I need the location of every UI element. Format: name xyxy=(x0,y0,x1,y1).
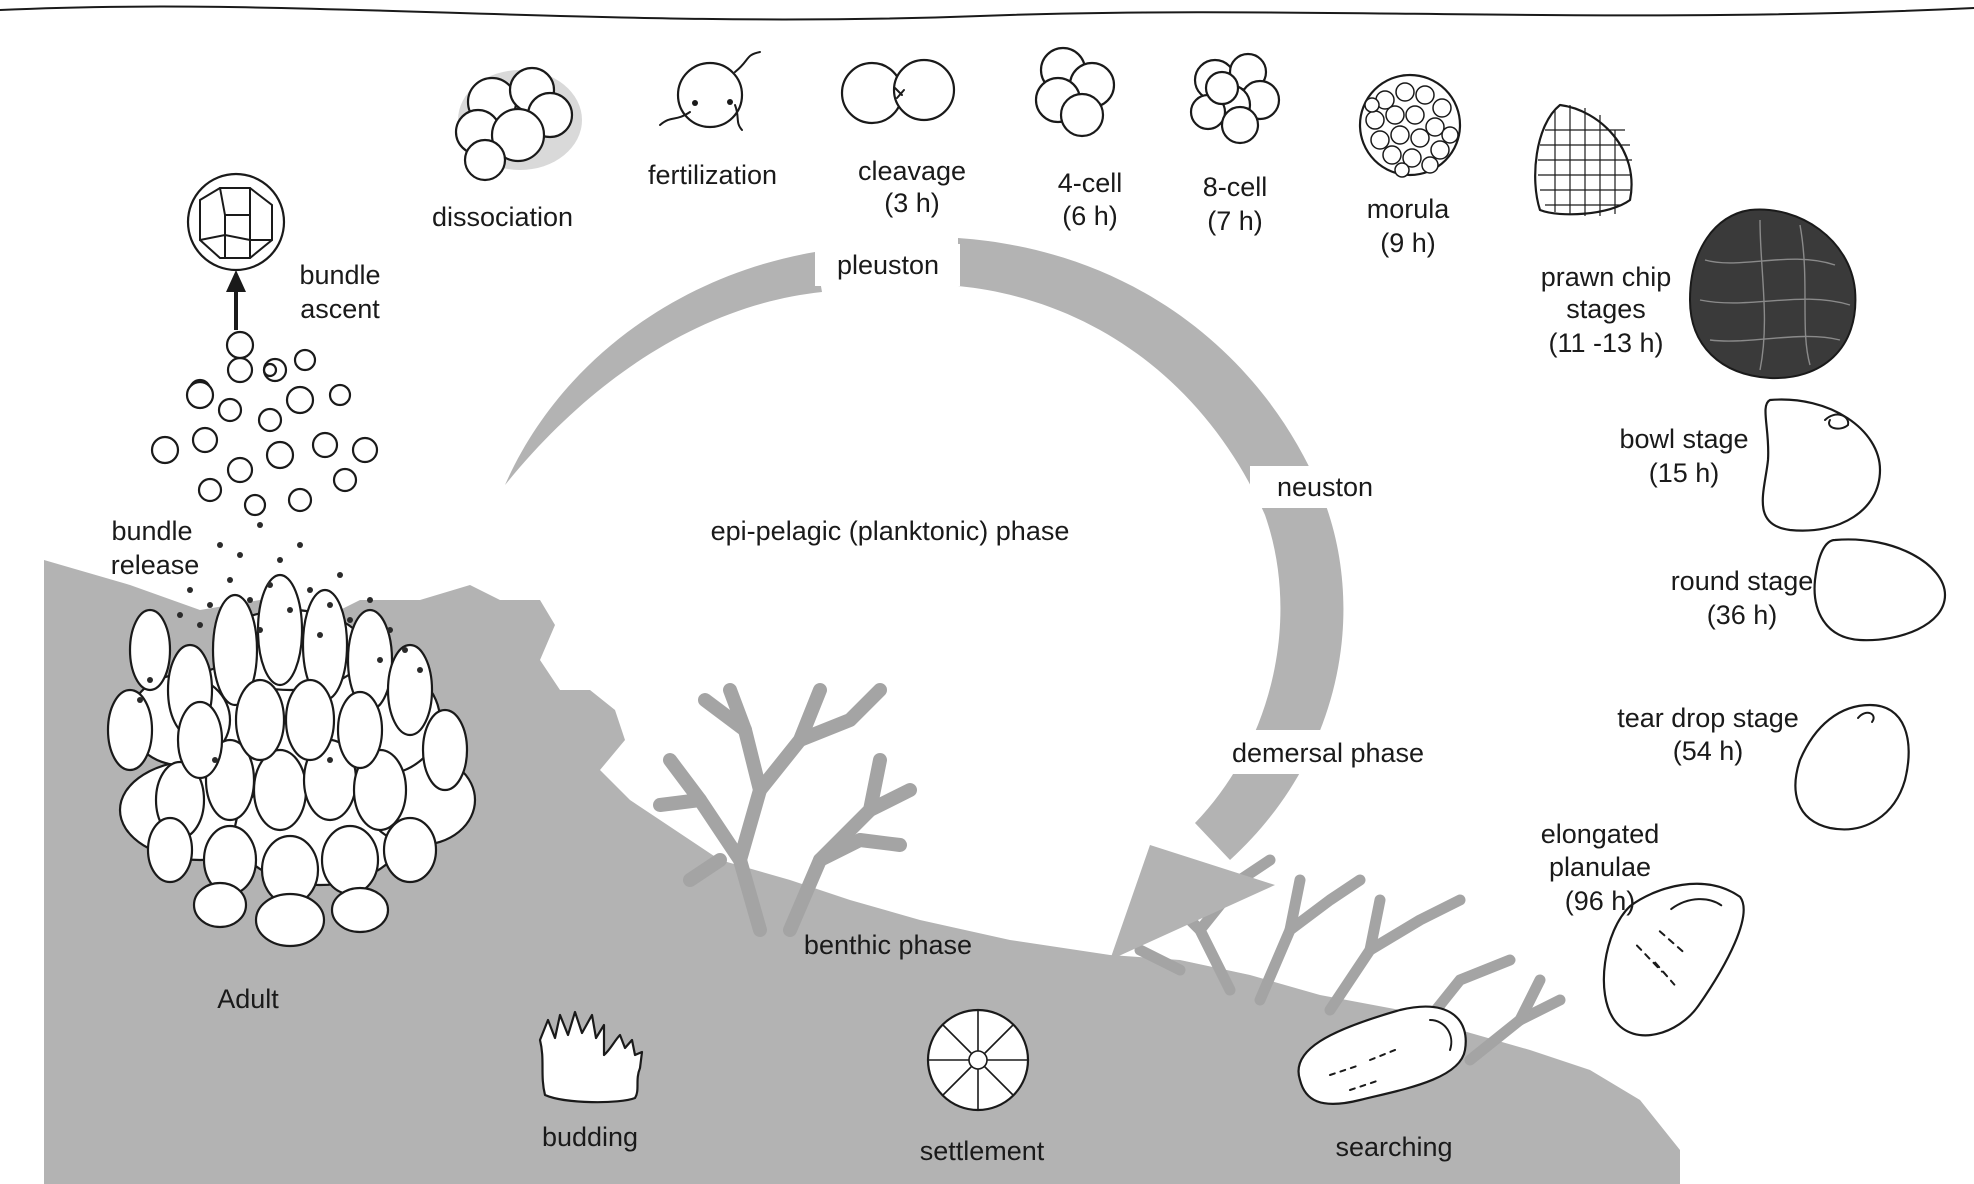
label-budding: budding xyxy=(542,1122,638,1152)
cleavage-icon xyxy=(840,58,956,125)
fertilization-icon xyxy=(659,51,761,131)
gray-branching-coral-center xyxy=(653,683,917,937)
label-cleavage: cleavage xyxy=(858,156,966,186)
label-bundle-ascent-1: bundle xyxy=(299,260,380,290)
label-cleavage-time: (3 h) xyxy=(884,188,940,218)
label-adult: Adult xyxy=(217,984,279,1014)
label-eight-cell-time: (7 h) xyxy=(1207,206,1263,236)
label-elongated-time: (96 h) xyxy=(1565,886,1636,916)
cycle-arrow-left-tail xyxy=(505,252,822,485)
label-prawn-chip-time: (11 -13 h) xyxy=(1548,328,1663,358)
phase-pleuston: pleuston xyxy=(837,250,939,280)
label-four-cell-time: (6 h) xyxy=(1062,201,1118,231)
round-stage-icon xyxy=(1813,538,1947,642)
four-cell-icon xyxy=(1034,46,1116,138)
label-prawn-chip-1: prawn chip xyxy=(1541,262,1672,292)
phase-neuston: neuston xyxy=(1277,472,1373,502)
elongated-planula-icon xyxy=(1602,882,1745,1037)
label-tear-drop-time: (54 h) xyxy=(1673,736,1744,766)
bundle-ascent-arrowhead xyxy=(226,270,246,292)
prawn-chip-icon-large xyxy=(1688,208,1857,380)
label-four-cell: 4-cell xyxy=(1058,168,1123,198)
label-eight-cell: 8-cell xyxy=(1203,172,1268,202)
label-bundle-release-2: release xyxy=(111,550,200,580)
bowl-stage-icon xyxy=(1761,398,1882,532)
phase-benthic: benthic phase xyxy=(804,930,972,960)
prawn-chip-icon-small xyxy=(1534,103,1633,216)
sea-surface-line xyxy=(0,5,1974,21)
label-bundle-ascent-2: ascent xyxy=(300,294,380,324)
cycle-arrow-main-body xyxy=(958,238,1344,860)
spawn-dots xyxy=(137,522,423,763)
label-morula-time: (9 h) xyxy=(1380,228,1436,258)
dissociation-icon xyxy=(454,66,582,182)
label-elongated-1: elongated xyxy=(1541,819,1660,849)
label-tear-drop: tear drop stage xyxy=(1617,703,1799,733)
morula-icon xyxy=(1358,73,1462,178)
label-round: round stage xyxy=(1671,566,1814,596)
eight-cell-icon xyxy=(1189,52,1281,145)
label-morula: morula xyxy=(1367,194,1451,224)
label-dissociation: dissociation xyxy=(432,202,573,232)
label-bundle-release-1: bundle xyxy=(111,516,192,546)
budding-polyp-icon xyxy=(538,1010,644,1104)
label-searching: searching xyxy=(1335,1132,1452,1162)
label-bowl: bowl stage xyxy=(1619,424,1748,454)
label-bowl-time: (15 h) xyxy=(1649,458,1720,488)
tear-drop-stage-icon xyxy=(1794,703,1910,831)
label-elongated-2: planulae xyxy=(1549,852,1651,882)
rising-bundles xyxy=(150,330,379,517)
egg-sperm-bundle-icon xyxy=(186,172,286,272)
label-prawn-chip-2: stages xyxy=(1566,294,1646,324)
cycle-arrow xyxy=(505,238,1344,960)
searching-planula-icon xyxy=(1297,1005,1467,1105)
label-fertilization: fertilization xyxy=(648,160,777,190)
settled-polyp-icon xyxy=(926,1008,1030,1112)
label-settlement: settlement xyxy=(920,1136,1045,1166)
phase-epipelagic: epi-pelagic (planktonic) phase xyxy=(711,516,1070,546)
label-round-time: (36 h) xyxy=(1707,600,1778,630)
labels: dissociation fertilization cleavage (3 h… xyxy=(111,156,1814,1166)
phase-demersal: demersal phase xyxy=(1232,738,1424,768)
cycle-arrow-head xyxy=(1110,845,1275,960)
phase-labels: pleuston neuston epi-pelagic (planktonic… xyxy=(711,244,1435,960)
